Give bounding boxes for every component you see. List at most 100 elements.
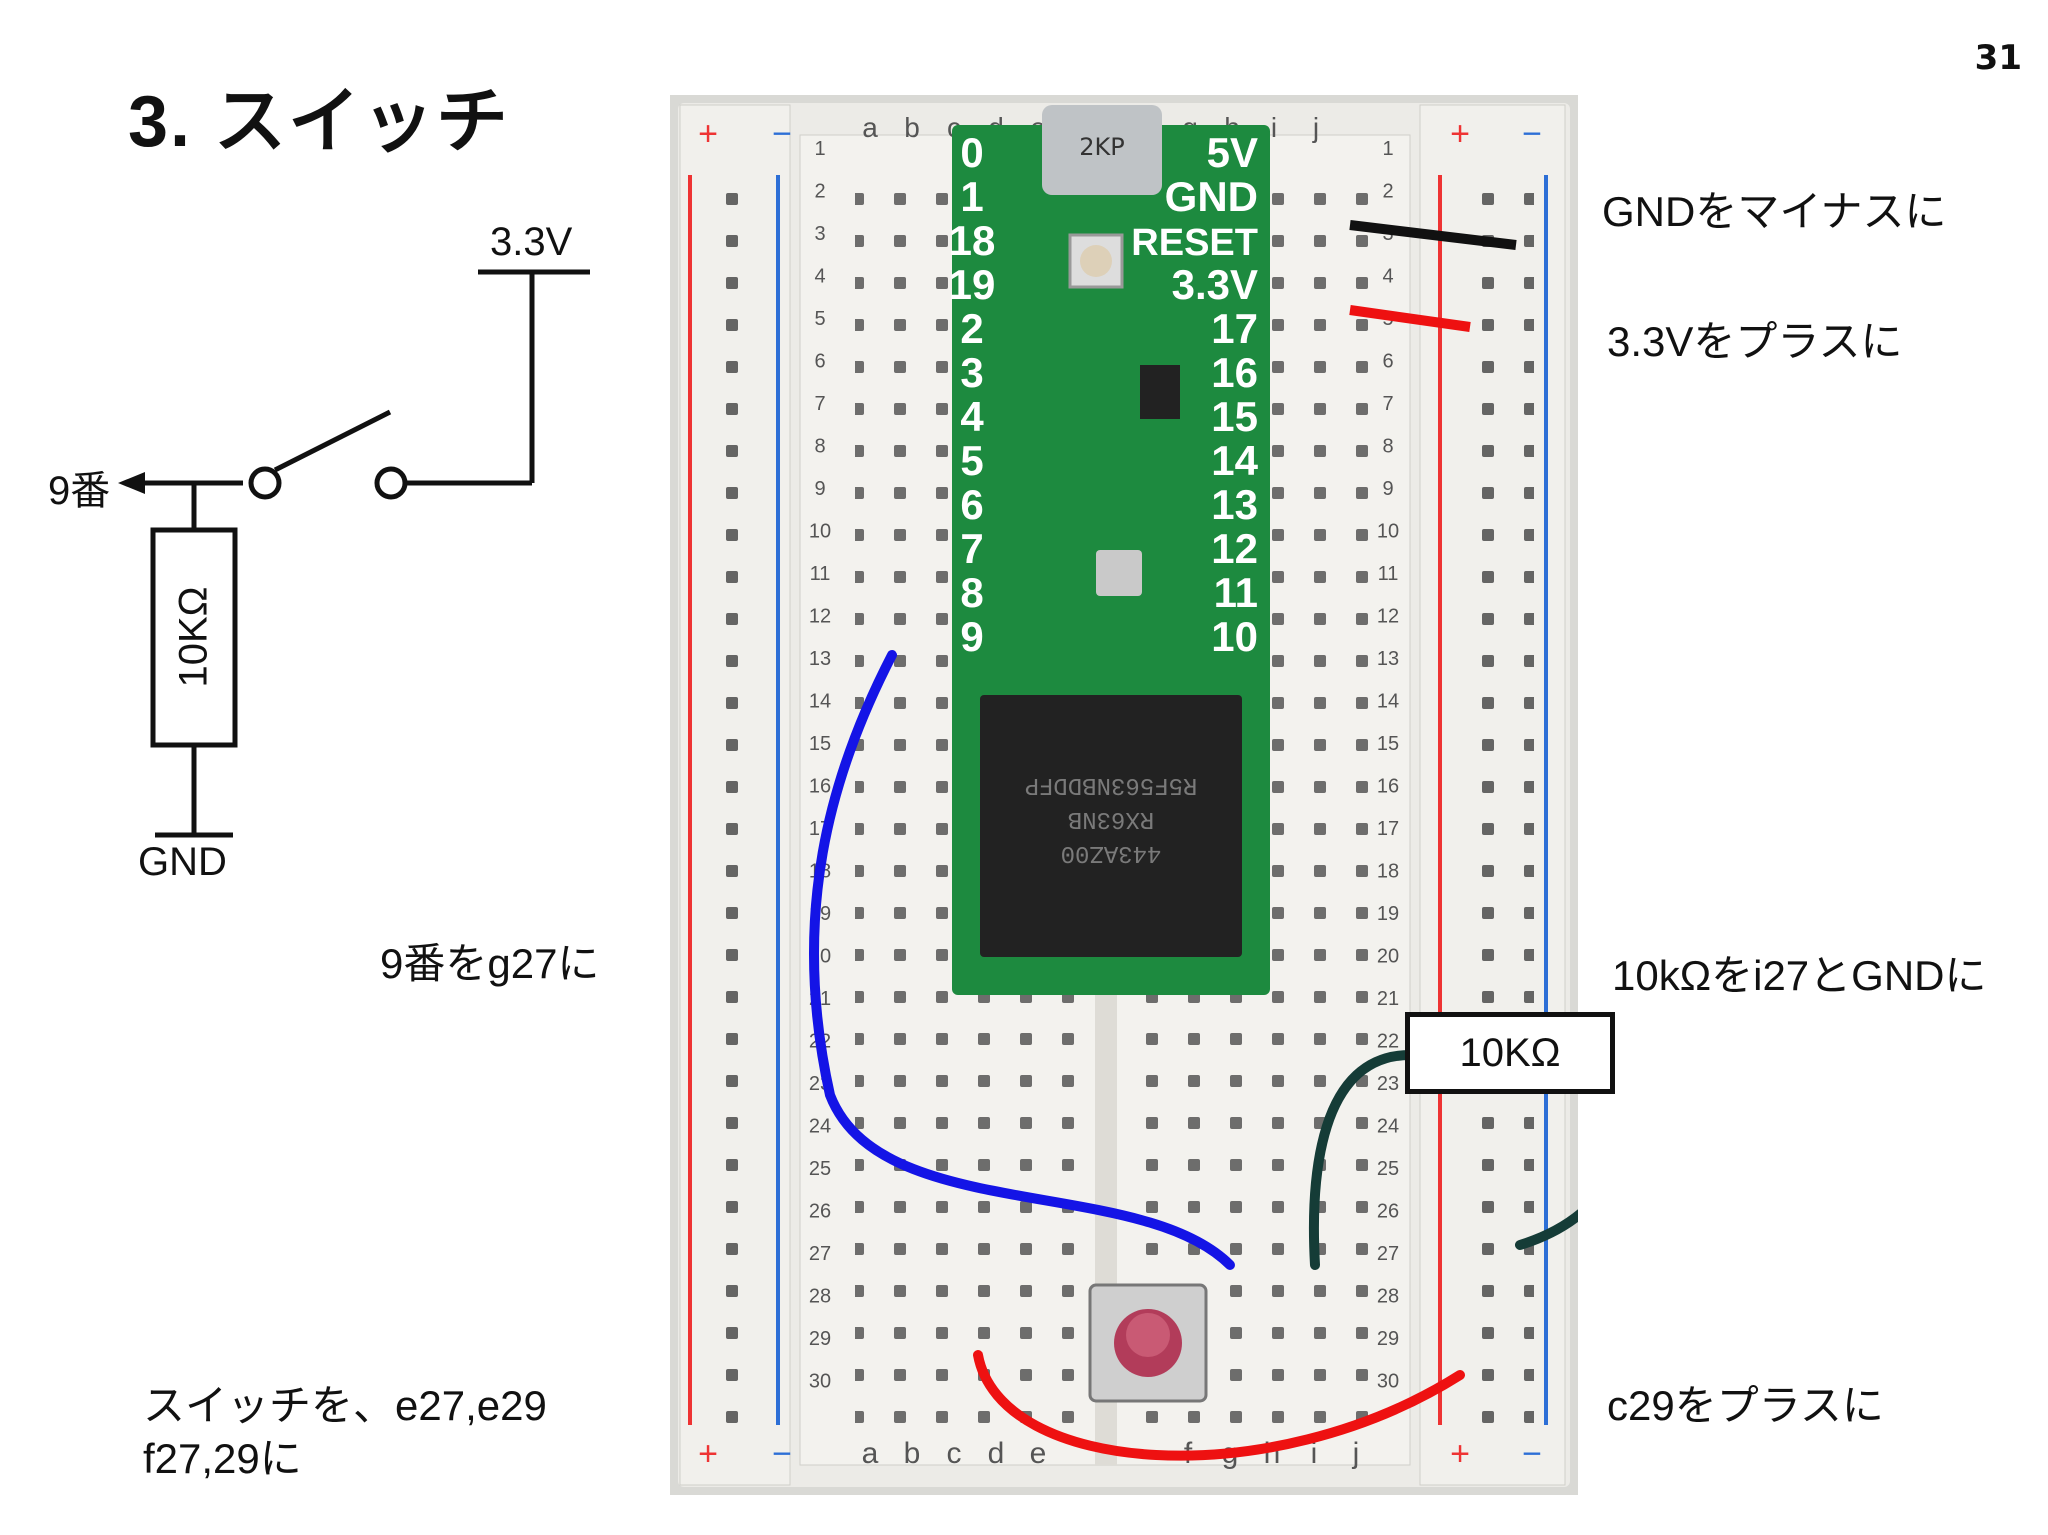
pin-label-left: 5 [960, 437, 983, 484]
row-number-left: 12 [809, 606, 831, 628]
pin-label-left: 1 [960, 173, 983, 220]
note-switch-line1: スイッチを、e27,e29 [143, 1382, 547, 1429]
rail-plus-sign: + [698, 1435, 718, 1473]
row-number-right: 29 [1377, 1328, 1399, 1350]
breadboard-photo: 1122334455667788991010111112121313141415… [670, 95, 1578, 1495]
column-letter-bottom: e [1030, 1437, 1047, 1470]
note-gnd-minus: GNDをマイナスに [1602, 188, 1947, 235]
row-number-left: 16 [809, 776, 831, 798]
pin-label-right: GND [1165, 173, 1258, 220]
row-number-right: 16 [1377, 776, 1399, 798]
pin-label-left: 4 [960, 393, 984, 440]
column-letter-bottom: a [862, 1437, 879, 1470]
column-letter-bottom: d [988, 1437, 1005, 1470]
note-33v-plus: 3.3Vをプラスに [1607, 318, 1903, 365]
column-letter-top: a [862, 112, 878, 143]
resistor-lead-left [1308, 1050, 1415, 1270]
row-number-left: 25 [809, 1158, 831, 1180]
row-number-left: 8 [814, 436, 825, 458]
red-wire-top [1349, 305, 1471, 332]
rail-minus-sign: − [1522, 1435, 1542, 1473]
row-number-left: 24 [809, 1116, 831, 1138]
row-number-right: 15 [1377, 733, 1399, 755]
mcu-chip [980, 695, 1242, 957]
row-number-left: 3 [814, 223, 825, 245]
pin-label-left: 9 [960, 613, 983, 660]
row-number-right: 27 [1377, 1243, 1399, 1265]
rail-plus-sign: + [698, 115, 718, 153]
usb-tag: 2KP [1079, 133, 1124, 161]
pin-label-right: 3.3V [1172, 261, 1258, 308]
row-number-left: 10 [809, 521, 831, 543]
row-number-right: 25 [1377, 1158, 1399, 1180]
pin-label-right: 12 [1211, 525, 1258, 572]
pin-label-right: RESET [1131, 222, 1258, 264]
page-title: 3. スイッチ [128, 82, 511, 162]
column-letter-bottom: i [1311, 1437, 1318, 1470]
rail-plus-sign: + [1450, 1435, 1470, 1473]
row-number-right: 9 [1382, 478, 1393, 500]
row-number-left: 7 [814, 393, 825, 415]
pin-label-left: 6 [960, 481, 983, 528]
row-number-left: 4 [814, 266, 825, 288]
resistor-tag: 10KΩ [1405, 1012, 1615, 1094]
pin-label-left: 0 [960, 129, 983, 176]
row-number-right: 30 [1377, 1371, 1399, 1393]
row-number-left: 14 [809, 691, 831, 713]
row-number-right: 10 [1377, 521, 1399, 543]
row-number-right: 12 [1377, 606, 1399, 628]
column-letter-top: j [1312, 112, 1319, 143]
row-number-left: 6 [814, 351, 825, 373]
row-number-left: 13 [809, 648, 831, 670]
black-wire [1349, 220, 1517, 250]
rail-plus-sign: + [1450, 115, 1470, 153]
row-number-right: 23 [1377, 1073, 1399, 1095]
pin-label-right: 16 [1211, 349, 1258, 396]
row-number-left: 5 [814, 308, 825, 330]
note-c29-plus: c29をプラスに [1607, 1382, 1884, 1429]
chip-marking: RX63NB [1068, 805, 1154, 832]
chip-marking: 443AZ00 [1061, 839, 1162, 866]
pin-label-left: 2 [960, 305, 983, 352]
row-number-left: 28 [809, 1286, 831, 1308]
row-number-left: 9 [814, 478, 825, 500]
pin-label-right: 17 [1211, 305, 1258, 352]
row-number-left: 2 [814, 181, 825, 203]
row-number-right: 26 [1377, 1201, 1399, 1223]
row-number-left: 1 [814, 138, 825, 160]
pin-label-left: 8 [960, 569, 983, 616]
row-number-right: 13 [1377, 648, 1399, 670]
row-number-right: 19 [1377, 903, 1399, 925]
pin-label-right: 10 [1211, 613, 1258, 660]
pin-label-left: 19 [949, 261, 996, 308]
row-number-right: 22 [1377, 1031, 1399, 1053]
pin-label-left: 3 [960, 349, 983, 396]
note-resistor-i27-gnd: 10kΩをi27とGNDに [1612, 952, 1987, 999]
resistor-label: 10KΩ [171, 586, 216, 688]
row-number-right: 4 [1382, 266, 1393, 288]
rail-minus-sign: − [772, 1435, 792, 1473]
row-number-right: 17 [1377, 818, 1399, 840]
row-number-right: 20 [1377, 946, 1399, 968]
column-letter-bottom: j [1352, 1437, 1360, 1470]
row-number-right: 2 [1382, 181, 1393, 203]
row-number-right: 28 [1377, 1286, 1399, 1308]
row-number-right: 8 [1382, 436, 1393, 458]
row-number-right: 24 [1377, 1116, 1399, 1138]
switch-schematic [118, 269, 590, 838]
pin-label-left: 7 [960, 525, 983, 572]
chip-marking: R5F563NBDDFP [1025, 771, 1198, 798]
pin-label-right: 5V [1207, 129, 1258, 176]
note-pin9-g27: 9番をg27に [380, 940, 600, 987]
column-letter-top: b [904, 112, 920, 143]
row-number-left: 29 [809, 1328, 831, 1350]
column-letter-bottom: c [947, 1437, 962, 1470]
pin-label-right: 11 [1214, 569, 1258, 616]
vcc-label: 3.3V [490, 220, 573, 264]
gnd-label: GND [138, 840, 227, 884]
note-switch-line2: f27,29に [143, 1435, 302, 1482]
rail-minus-sign: − [1522, 115, 1542, 153]
column-letter-bottom: b [904, 1437, 921, 1470]
pin-label-right: 15 [1211, 393, 1258, 440]
row-number-right: 14 [1377, 691, 1399, 713]
